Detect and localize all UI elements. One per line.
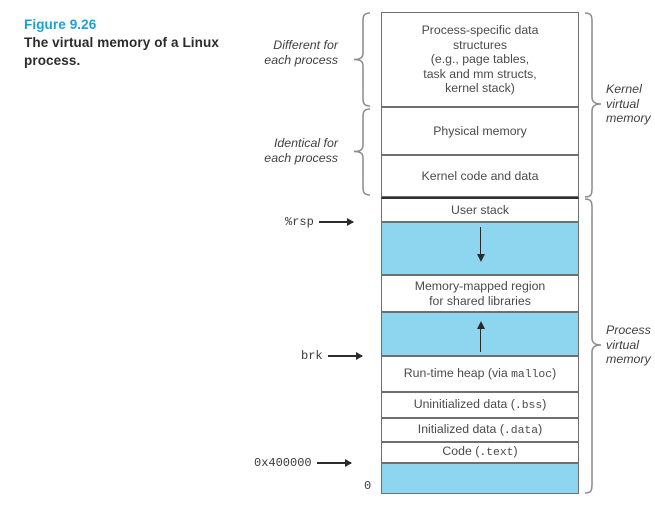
pointer-code-start-label: 0x400000 (254, 456, 312, 470)
pointer-rsp-label: %rsp (285, 215, 314, 229)
block-initialized-data: Initialized data (.data) (381, 418, 579, 442)
block-code-text: Code (.text) (381, 442, 579, 463)
brace-identical-for-each-process (350, 108, 372, 196)
pointer-code-start: 0x400000 (254, 456, 352, 470)
run-time-heap-label: Run-time heap (via malloc) (403, 365, 557, 381)
pointer-rsp-arrow (318, 216, 354, 228)
figure-title: The virtual memory of a Linux process. (24, 35, 219, 68)
annotation-identical-for-each-process: Identical for each process (264, 136, 338, 165)
pointer-rsp: %rsp (285, 215, 354, 229)
figure-caption: Figure 9.26 The virtual memory of a Linu… (24, 16, 224, 70)
block-kernel-code-and-data: Kernel code and data (381, 155, 579, 197)
pointer-brk-arrow (327, 350, 363, 362)
figure-number: Figure 9.26 (24, 17, 97, 32)
block-uninitialized-data: Uninitialized data (.bss) (381, 392, 579, 418)
initialized-data-label: Initialized data (.data) (417, 421, 543, 437)
brace-kernel-virtual-memory (583, 12, 605, 198)
brace-process-virtual-memory (583, 198, 605, 494)
brace-different-for-each-process (350, 12, 372, 107)
heap-grows-up-arrow (476, 321, 485, 352)
annotation-different-for-each-process: Different for each process (264, 38, 338, 67)
annotation-process-virtual-memory: Process virtual memory (606, 323, 651, 367)
block-stack-growth-region (381, 222, 579, 275)
pointer-brk-label: brk (301, 349, 323, 363)
block-process-specific-data-structures: Process-specific data structures (e.g., … (381, 12, 579, 107)
zero-address-label: 0 (364, 479, 372, 493)
block-user-stack: User stack (381, 197, 579, 222)
pointer-brk: brk (301, 349, 363, 363)
pointer-code-start-arrow (316, 457, 352, 469)
code-text-label: Code (.text) (442, 444, 518, 460)
block-memory-mapped-region: Memory-mapped region for shared librarie… (381, 275, 579, 312)
stack-grows-down-arrow (476, 227, 485, 262)
annotation-kernel-virtual-memory: Kernel virtual memory (606, 82, 651, 126)
block-heap-growth-region (381, 312, 579, 356)
block-reserved-low-region (381, 463, 579, 494)
block-run-time-heap: Run-time heap (via malloc) (381, 356, 579, 392)
block-physical-memory: Physical memory (381, 107, 579, 155)
uninitialized-data-label: Uninitialized data (.bss) (413, 396, 547, 412)
